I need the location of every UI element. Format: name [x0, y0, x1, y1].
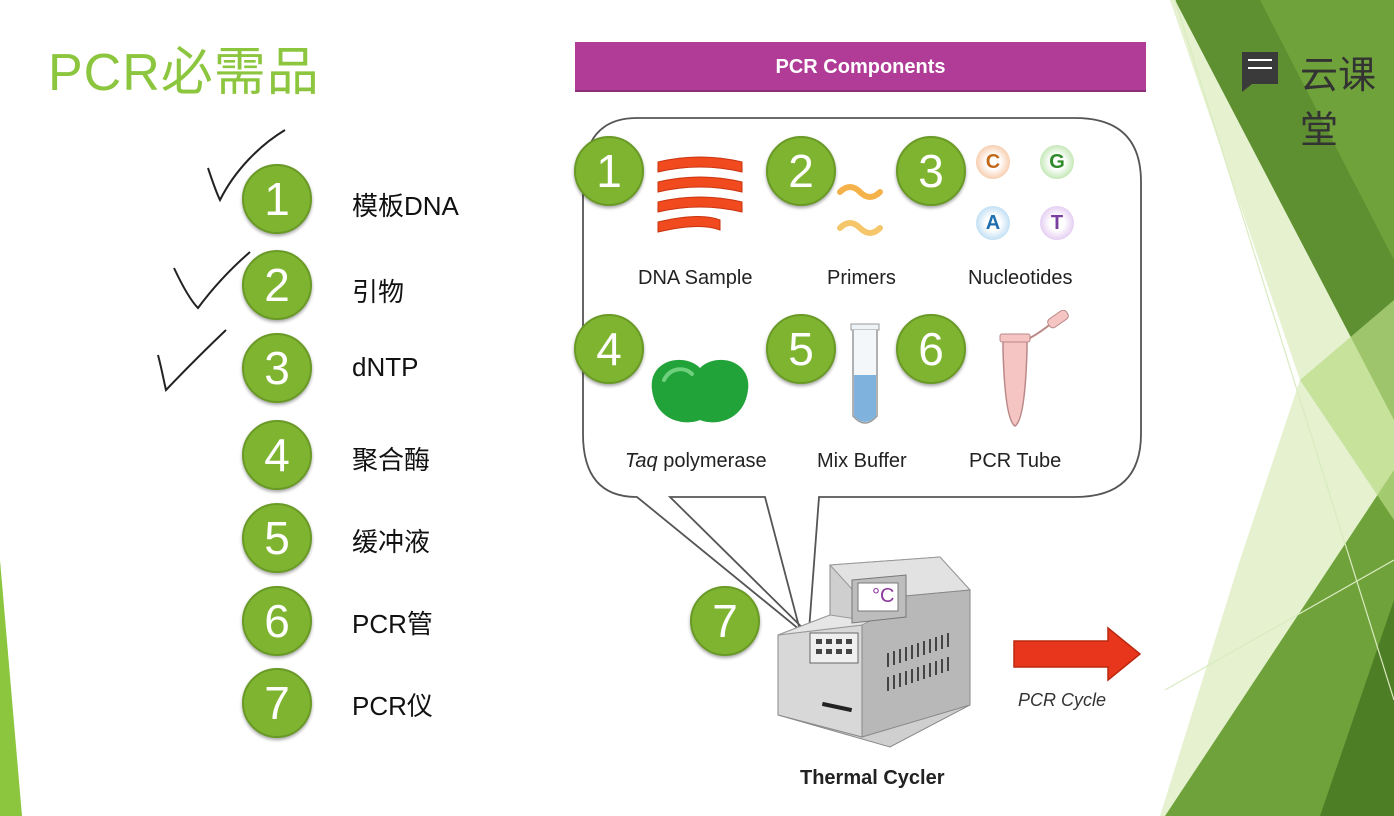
checkmark-icon	[173, 251, 251, 310]
thermometer-reading: °C	[872, 585, 895, 607]
check-marks	[157, 129, 286, 393]
component-label: Nucleotides	[968, 267, 1073, 289]
pcr-tube-icon	[999, 310, 1069, 427]
nucleotide-c: C	[976, 145, 1010, 179]
component-label: PCR Tube	[969, 450, 1062, 472]
page-title: PCR必需品	[48, 44, 320, 102]
cycler-number: 7	[690, 586, 760, 656]
checkmark-icon	[157, 329, 227, 393]
list-item-label: PCR仪	[352, 691, 433, 721]
book-logo-icon	[1242, 52, 1278, 92]
list-number: 5	[242, 503, 312, 573]
component-number: 5	[766, 314, 836, 384]
component-label-italic: Taq	[625, 450, 658, 472]
component-label: Mix Buffer	[817, 450, 907, 472]
component-number: 1	[574, 136, 644, 206]
list-number: 4	[242, 420, 312, 490]
components-banner: PCR Components	[575, 42, 1146, 92]
logo-text: 云课堂	[1300, 55, 1377, 152]
list-item-label: 模板DNA	[352, 191, 459, 221]
component-label-rest: polymerase	[657, 450, 767, 472]
nucleotide-g: G	[1040, 145, 1074, 179]
dna-helix-icon	[657, 156, 743, 233]
thermal-cycler-icon	[777, 556, 972, 748]
component-number: 3	[896, 136, 966, 206]
nucleotide-t: T	[1040, 206, 1074, 240]
mix-buffer-tube-icon	[850, 323, 880, 424]
list-item-label: 引物	[352, 277, 405, 307]
list-number: 6	[242, 586, 312, 656]
list-item-label: 聚合酶	[352, 445, 431, 475]
list-item-label: 缓冲液	[352, 527, 431, 557]
component-number: 2	[766, 136, 836, 206]
pcr-cycle-label: PCR Cycle	[1018, 690, 1107, 710]
component-label: DNA Sample	[638, 267, 753, 289]
primers-icon	[837, 184, 883, 236]
thermal-cycler-label: Thermal Cycler	[800, 767, 945, 789]
taq-polymerase-icon	[651, 359, 749, 423]
component-label: Primers	[827, 267, 896, 289]
list-number: 7	[242, 668, 312, 738]
component-label-taq: Taq polymerase	[625, 450, 767, 473]
arrow-right-icon	[1013, 626, 1142, 682]
list-item-label: PCR管	[352, 609, 433, 639]
list-number: 3	[242, 333, 312, 403]
checkmark-icon	[207, 129, 286, 203]
list-item-label: dNTP	[352, 352, 419, 382]
nucleotide-a: A	[976, 206, 1010, 240]
list-number: 1	[242, 164, 312, 234]
list-number: 2	[242, 250, 312, 320]
component-number: 6	[896, 314, 966, 384]
component-number: 4	[574, 314, 644, 384]
